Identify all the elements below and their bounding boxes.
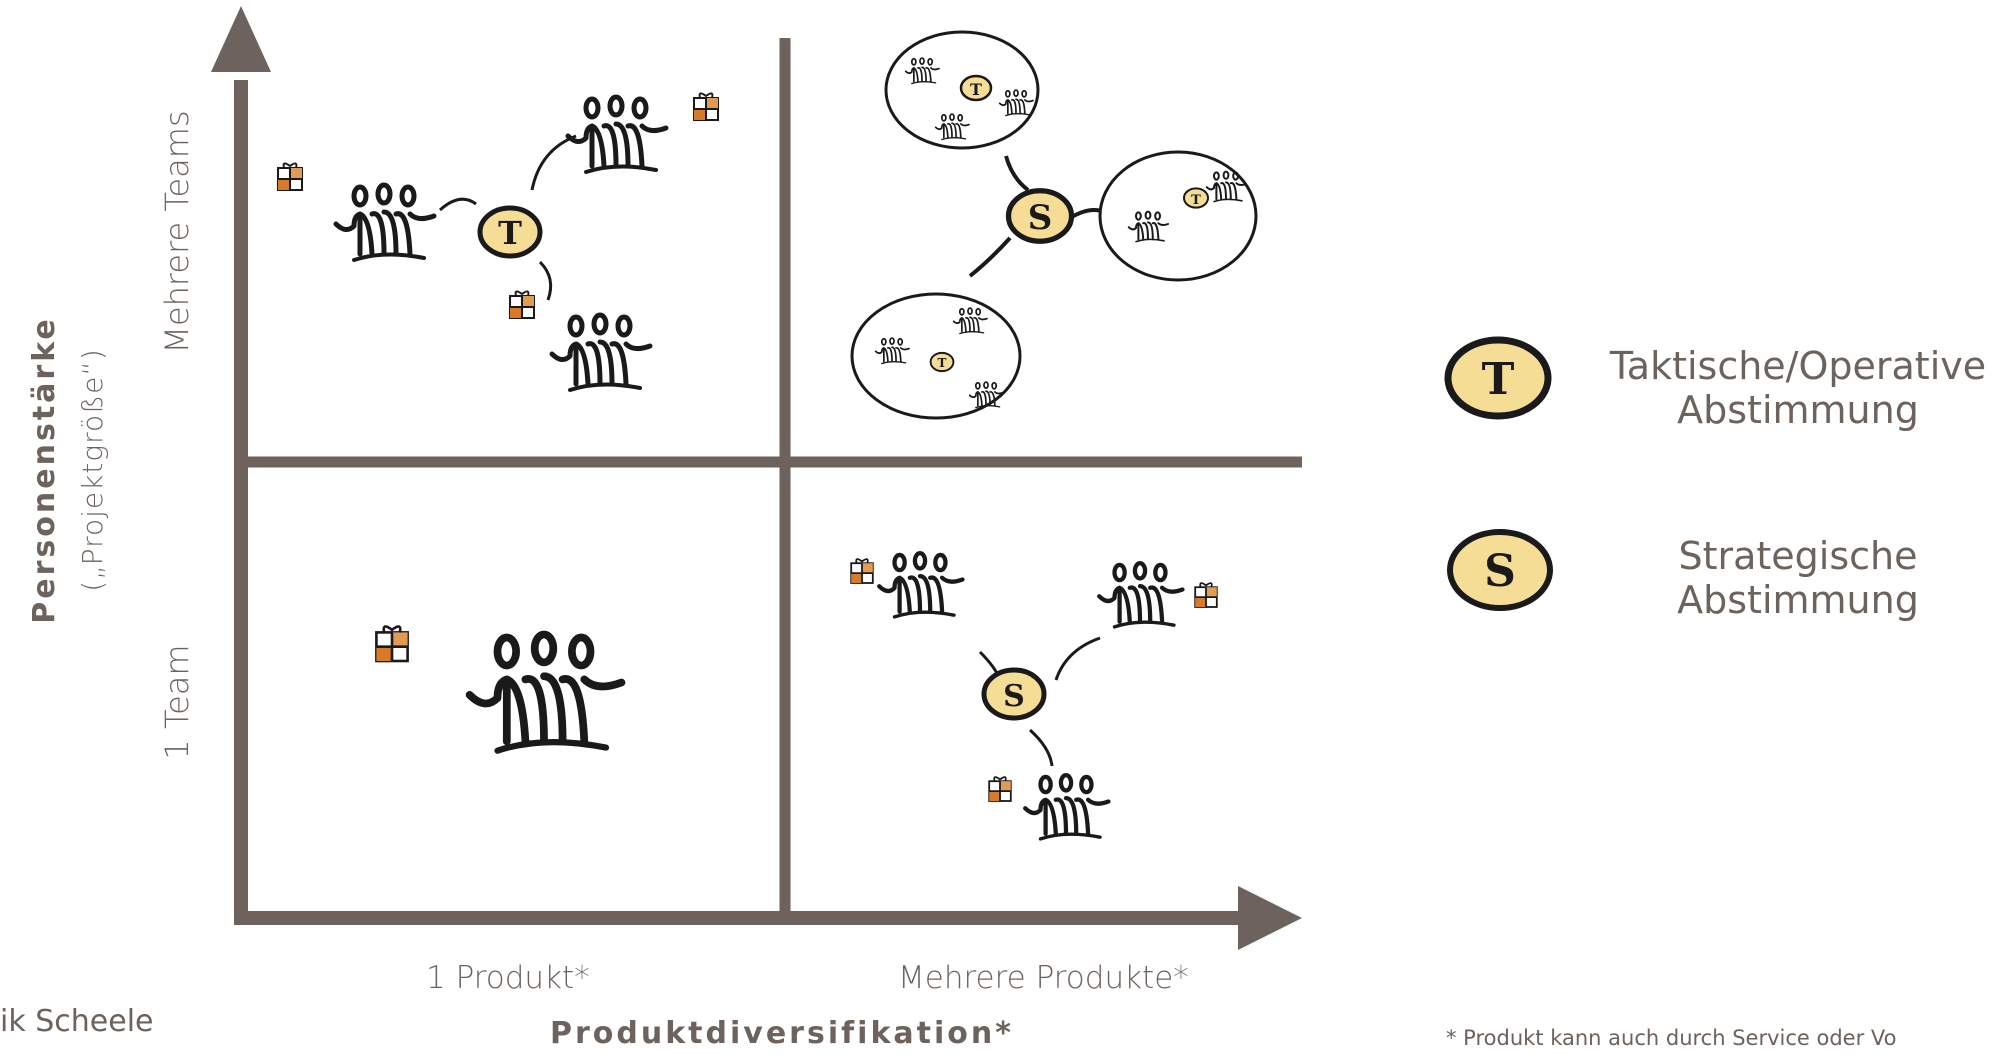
x-axis-title: Produktdiversifikation* xyxy=(550,1016,1014,1051)
connector-line xyxy=(530,134,577,191)
connector-line xyxy=(1004,155,1030,192)
y-label-top: Mehrere Teams xyxy=(158,110,196,353)
gift-icon xyxy=(693,92,719,121)
connector-line xyxy=(438,197,477,212)
team-figures xyxy=(1025,775,1108,839)
tactical-coin-icon xyxy=(1444,336,1552,420)
team-figures xyxy=(336,185,434,260)
credit-text: ik Scheele xyxy=(0,1004,154,1039)
y-axis-title: Personenstärke xyxy=(27,316,62,623)
coin-letter: S xyxy=(1028,198,1053,238)
legend-label-tactical: Taktische/Operative Abstimmung xyxy=(1608,344,1988,432)
legend-line: Abstimmung xyxy=(1677,578,1919,622)
gift-icon xyxy=(509,290,535,319)
gift-icon xyxy=(1194,582,1218,608)
quadrant-bottom-left xyxy=(375,625,622,750)
team-figures xyxy=(1099,563,1182,627)
strategic-coin-icon xyxy=(1447,529,1553,611)
coin-letter: T xyxy=(938,356,947,370)
x-label-right: Mehrere Produkte* xyxy=(898,960,1189,996)
footnote: * Produkt kann auch durch Service oder V… xyxy=(1446,1026,1897,1050)
y-label-bottom: 1 Team xyxy=(158,644,196,759)
gift-icon xyxy=(375,625,409,663)
coin-letter: S xyxy=(1003,679,1025,714)
coin-letter: T xyxy=(970,80,982,99)
x-axis-arrow xyxy=(1238,886,1302,950)
connector-line xyxy=(538,260,553,301)
legend-line: Abstimmung xyxy=(1677,388,1919,432)
team-figures xyxy=(879,553,962,617)
team-figures xyxy=(568,97,666,172)
coin-letter: T xyxy=(498,214,522,252)
legend-line: Taktische/Operative xyxy=(1609,344,1987,388)
product-bubble xyxy=(1098,150,1258,282)
quadrant-bottom-right: S xyxy=(850,553,1218,839)
legend-label-strategic: Strategische Abstimmung xyxy=(1608,534,1988,622)
connector-line xyxy=(1054,636,1101,681)
y-axis-arrow xyxy=(211,6,271,72)
x-label-left: 1 Produkt* xyxy=(426,960,590,996)
gift-icon xyxy=(988,776,1012,802)
axes xyxy=(211,6,1302,950)
team-figures xyxy=(552,315,650,390)
legend: T S xyxy=(1444,336,1553,611)
gift-icon xyxy=(277,162,303,191)
quadrant-top-left: T xyxy=(277,92,719,390)
quadrant-top-right: T T T S xyxy=(850,30,1258,420)
coin-letter: T xyxy=(1191,193,1201,208)
legend-line: Strategische xyxy=(1678,534,1918,578)
gift-icon xyxy=(850,558,874,584)
legend-symbol: S xyxy=(1484,546,1516,597)
team-figures xyxy=(470,634,622,750)
connector-line xyxy=(968,236,1012,278)
quadrant-grid xyxy=(244,38,1302,915)
y-axis-subtitle: („Projektgröße“) xyxy=(76,348,109,591)
y-axis-labels: Personenstärke („Projektgröße“) Mehrere … xyxy=(27,110,196,759)
legend-symbol: T xyxy=(1482,354,1515,405)
connector-line xyxy=(1028,728,1054,767)
